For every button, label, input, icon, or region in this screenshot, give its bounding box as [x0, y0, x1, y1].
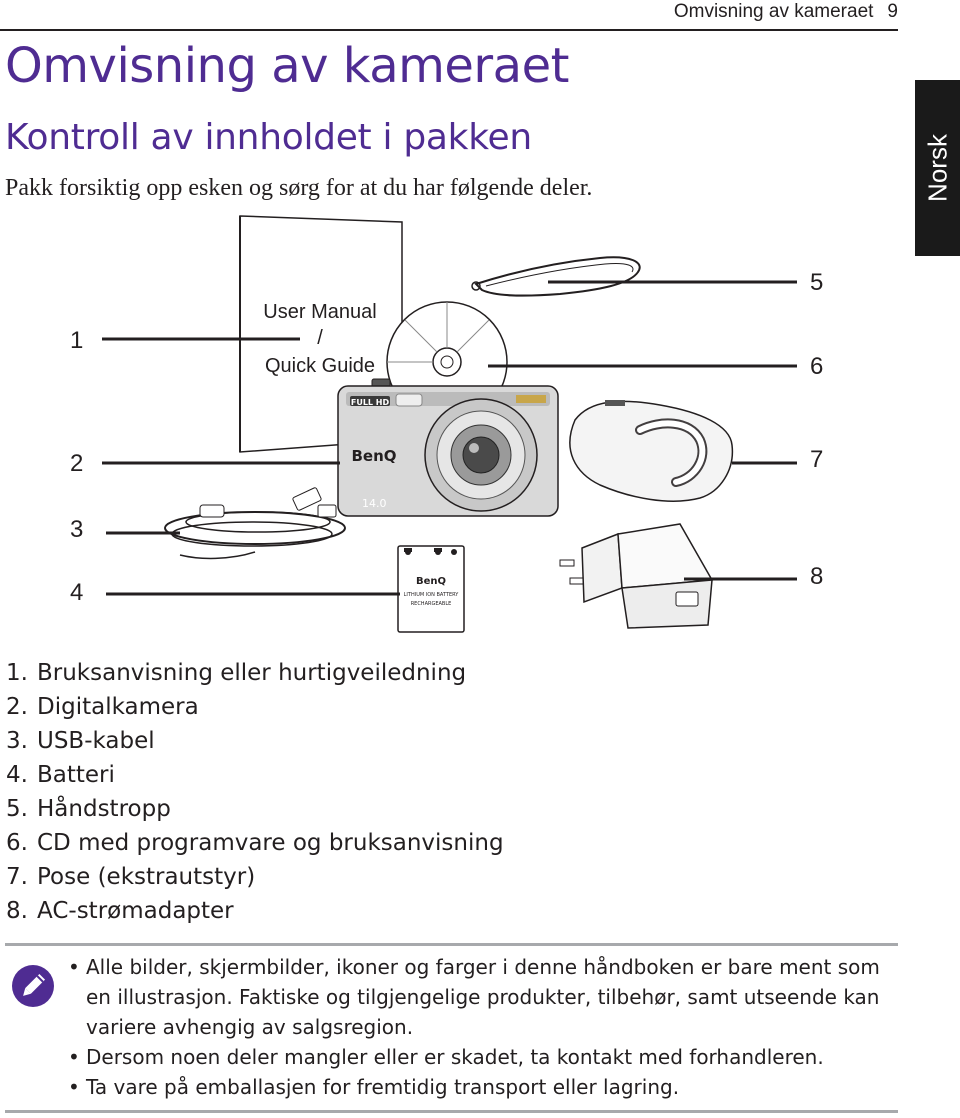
list-item-number: 6.: [6, 830, 28, 856]
list-item: 3. USB-kabel: [0, 724, 504, 758]
list-item: 1. Bruksanvisning eller hurtigveiledning: [0, 656, 504, 690]
camera-megapixels: 14.0: [362, 497, 387, 510]
list-item-number: 5.: [6, 796, 28, 822]
list-item-number: 7.: [6, 864, 28, 890]
note-bottom-divider: [5, 1110, 898, 1113]
page-title: Omvisning av kameraet: [5, 38, 569, 94]
list-item-number: 8.: [6, 898, 28, 924]
language-tab-label: Norsk: [922, 134, 952, 202]
section-heading: Kontroll av innholdet i pakken: [5, 117, 532, 158]
language-tab: Norsk: [915, 80, 960, 256]
list-item-number: 3.: [6, 728, 28, 754]
battery-label-line1: LITHIUM ION BATTERY: [404, 592, 460, 598]
pencil-icon: [12, 965, 54, 1007]
callout-1: 1: [70, 327, 83, 354]
list-item: 5. Håndstropp: [0, 792, 504, 826]
intro-text: Pakk forsiktig opp esken og sørg for at …: [5, 175, 593, 201]
list-item-number: 4.: [6, 762, 28, 788]
digital-camera: FULL HD BenQ 14.0: [337, 378, 559, 517]
list-item-label: Håndstropp: [37, 796, 171, 822]
manual-cover-line2: /: [317, 327, 323, 349]
page-number: 9: [887, 1, 898, 22]
list-item: 8. AC-strømadapter: [0, 894, 504, 928]
list-item: 6. CD med programvare og bruksanvisning: [0, 826, 504, 860]
list-item-number: 2.: [6, 694, 28, 720]
running-header-title: Omvisning av kameraet: [673, 1, 874, 22]
camera-pouch: [569, 400, 734, 502]
callout-2: 2: [70, 450, 83, 477]
callout-6: 6: [810, 353, 823, 380]
list-item: 4. Batteri: [0, 758, 504, 792]
note-item: Alle bilder, skjermbilder, ikoner og far…: [66, 952, 898, 1042]
list-item-number: 1.: [6, 660, 28, 686]
list-item-label: Bruksanvisning eller hurtigveiledning: [37, 660, 467, 686]
note-top-divider: [5, 943, 898, 946]
list-item-label: Digitalkamera: [37, 694, 199, 720]
wrist-strap: [471, 256, 641, 297]
battery-label-line2: RECHARGEABLE: [411, 601, 452, 607]
package-contents-figure: User Manual / Quick Guide FULL HD: [0, 210, 960, 640]
package-contents-list: 1.Bruksanvisning eller hurtigveiledning …: [0, 656, 504, 928]
manual-cover-line3: Quick Guide: [265, 355, 375, 377]
list-item-label: Batteri: [37, 762, 115, 788]
ac-adapter: [559, 523, 714, 629]
manual-cover-line1: User Manual: [263, 301, 376, 323]
list-item: 7. Pose (ekstrautstyr): [0, 860, 504, 894]
callout-8: 8: [810, 563, 823, 590]
callout-3: 3: [70, 516, 83, 543]
note-item: Dersom noen deler mangler eller er skade…: [66, 1042, 898, 1072]
list-item-label: Pose (ekstrautstyr): [37, 864, 256, 890]
list-item-label: AC-strømadapter: [37, 898, 234, 924]
note-item: Ta vare på emballasjen for fremtidig tra…: [66, 1072, 898, 1102]
camera-brand: BenQ: [351, 447, 396, 465]
usb-cable: [164, 487, 346, 560]
callout-7: 7: [810, 446, 823, 473]
callout-lines: [102, 280, 797, 596]
battery: BenQ LITHIUM ION BATTERY RECHARGEABLE: [397, 545, 465, 633]
list-item-label: CD med programvare og bruksanvisning: [37, 830, 504, 856]
running-header: Omvisning av kameraet 9: [0, 0, 898, 31]
battery-brand: BenQ: [416, 576, 446, 587]
callout-5: 5: [810, 269, 823, 296]
callout-4: 4: [70, 579, 83, 606]
list-item-label: USB-kabel: [37, 728, 155, 754]
note-list: Alle bilder, skjermbilder, ikoner og far…: [66, 952, 898, 1102]
camera-badge: FULL HD: [351, 398, 390, 407]
list-item: 2. Digitalkamera: [0, 690, 504, 724]
